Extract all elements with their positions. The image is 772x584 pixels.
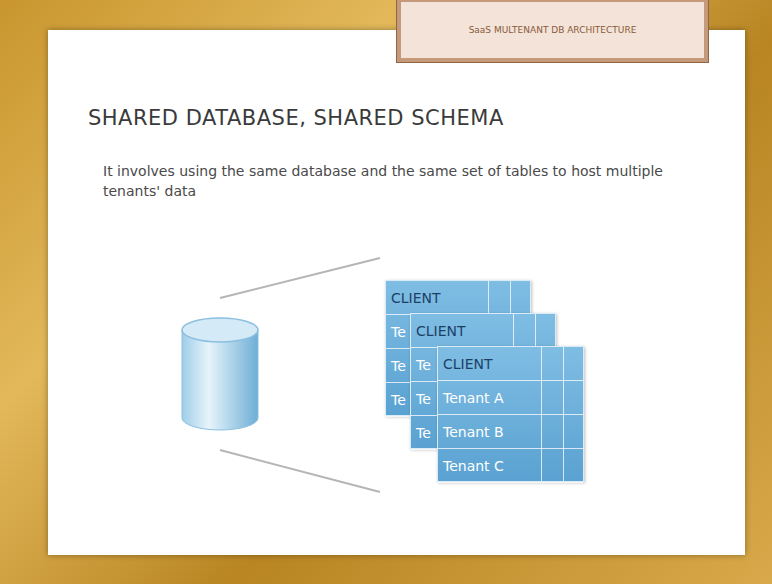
table-row: Tenant B — [438, 415, 583, 449]
tenant-cell: Te — [386, 392, 406, 408]
grid-line — [541, 347, 542, 481]
column-name: CLIENT — [386, 290, 441, 306]
column-name: CLIENT — [411, 323, 466, 339]
tenant-cell: Tenant A — [438, 390, 504, 406]
table-row: Tenant C — [438, 449, 583, 483]
fan-line — [220, 258, 380, 298]
table-header: CLIENT — [411, 314, 555, 348]
table-sheet: CLIENT Tenant A Tenant B Tenant C — [437, 346, 584, 482]
body-text: It involves using the same database and … — [103, 161, 663, 201]
tenant-cell: Te — [411, 357, 431, 373]
tenant-cell: Te — [411, 425, 431, 441]
slide-title: SHARED DATABASE, SHARED SCHEMA — [88, 106, 504, 130]
tenant-cell: Tenant B — [438, 424, 504, 440]
column-name: CLIENT — [438, 356, 493, 372]
title-tab: SaaS MULTENANT DB ARCHITECTURE — [397, 0, 708, 62]
tenant-cell: Te — [386, 324, 406, 340]
tenant-cell: Te — [386, 358, 406, 374]
tenant-cell: Tenant C — [438, 458, 504, 474]
tab-text: SaaS MULTENANT DB ARCHITECTURE — [469, 25, 637, 35]
database-cylinder — [182, 318, 258, 430]
table-row: Tenant A — [438, 381, 583, 415]
grid-line — [563, 347, 564, 481]
tenant-cell: Te — [411, 391, 431, 407]
table-header: CLIENT — [386, 281, 530, 315]
fan-line — [220, 450, 380, 492]
table-header: CLIENT — [438, 347, 583, 381]
